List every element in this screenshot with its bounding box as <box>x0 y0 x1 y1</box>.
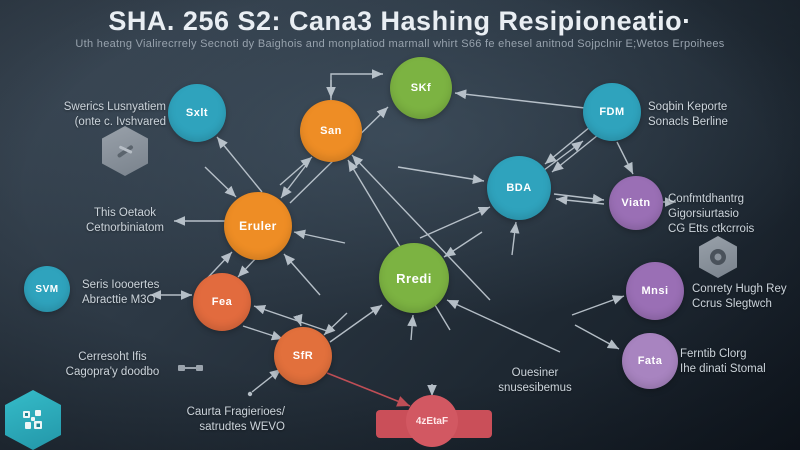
label-confmtd-line3: CG Etts ctkcrrois <box>668 223 755 235</box>
label-soqbin-line2: Sonacls Berline <box>648 116 728 128</box>
label-caurta: Caurta Fragierioes/ satrudtes WEVO <box>135 405 285 435</box>
node-skf: SKf <box>390 57 452 119</box>
node-san-label: San <box>320 125 342 137</box>
label-conrety-line1: Conrety Hugh Rey <box>692 283 787 295</box>
label-soqbin: Soqbin Keporte Sonacls Berline <box>648 100 788 130</box>
label-ferntib-line1: Ferntib Clorg <box>680 348 747 360</box>
page-subtitle: Uth heatng Vialirecrrely Secnoti dy Baig… <box>75 38 725 50</box>
node-viatn-label: Viatn <box>621 197 651 209</box>
page-title: SHA. 256 S2: Cana3 Hashing Resipioneatio… <box>108 6 692 36</box>
node-mnsi-label: Mnsi <box>641 285 669 297</box>
node-eruler-label: Eruler <box>239 219 277 233</box>
label-swerics-line1: Swerics Lusnyatiem <box>63 101 166 113</box>
label-cerresoht-line2: Cagopra'y doodbo <box>65 366 160 378</box>
node-skf-label: SKf <box>410 82 432 94</box>
node-mnsi: Mnsi <box>626 262 684 320</box>
label-oetaok-line1: This Oetaok <box>94 207 156 219</box>
label-swerics-line2: (onte c. Ivshvared <box>74 116 166 128</box>
node-fdm-label: FDM <box>599 106 625 118</box>
node-eruler: Eruler <box>224 192 292 260</box>
node-fdm: FDM <box>583 83 641 141</box>
label-seris-line2: Abracttie M3O <box>82 294 156 306</box>
chip-hexagon-icon <box>699 236 737 278</box>
label-seris: Seris Ioooertes Abracttie M3O <box>82 278 212 308</box>
node-sfr-label: SfR <box>292 350 314 362</box>
node-bda: BDA <box>487 156 551 220</box>
node-svm: SVM <box>24 266 70 312</box>
chip-glyph <box>710 249 726 265</box>
label-conrety-line2: Ccrus Slegtwch <box>692 298 772 310</box>
label-confmtd-line1: Confmtdhantrg <box>668 193 745 205</box>
label-oetaok-line2: Cetnorbiniatom <box>86 222 164 234</box>
label-seris-line1: Seris Ioooertes <box>82 279 160 291</box>
label-ouesiner-line2: snusesibemus <box>498 382 572 394</box>
circuit-hexagon-icon <box>5 390 61 450</box>
node-bda-label: BDA <box>506 182 532 194</box>
wrench-glyph <box>117 145 134 158</box>
label-cerresoht: Cerresoht Ifis Cagopra'y doodbo <box>30 350 195 380</box>
label-ferntib-line2: Ihe dinati Stomal <box>680 363 766 375</box>
label-confmtd: Confmtdhantrg Gigorsiurtasio CG Etts ctk… <box>668 192 793 237</box>
circuit-glyph <box>23 410 42 429</box>
node-viatn: Viatn <box>609 176 663 230</box>
hash-output-node: 4zEtaF <box>406 395 458 447</box>
label-swerics: Swerics Lusnyatiem (onte c. Ivshvared <box>20 100 166 130</box>
node-svm-label: SVM <box>35 283 59 295</box>
node-rredi: Rredi <box>379 243 449 313</box>
label-ouesiner: Ouesiner snusesibemus <box>470 366 600 396</box>
label-soqbin-line1: Soqbin Keporte <box>648 101 728 113</box>
hash-output-label: 4zEtaF <box>415 415 449 427</box>
label-caurta-line1: Caurta Fragierioes/ <box>186 406 285 418</box>
label-confmtd-line2: Gigorsiurtasio <box>668 208 739 220</box>
label-oetaok: This Oetaok Cetnorbiniatom <box>45 206 205 236</box>
node-rredi-label: Rredi <box>396 270 432 286</box>
wrench-hexagon-icon <box>102 126 148 176</box>
node-san: San <box>300 100 362 162</box>
node-fata-label: Fata <box>637 355 663 367</box>
node-sfr: SfR <box>274 327 332 385</box>
label-conrety: Conrety Hugh Rey Ccrus Slegtwch <box>692 282 800 312</box>
label-caurta-line2: satrudtes WEVO <box>199 421 285 433</box>
node-fea-label: Fea <box>211 296 233 308</box>
node-sxlt: Sxlt <box>168 84 226 142</box>
node-fata: Fata <box>622 333 678 389</box>
link-dumbbell-icon <box>178 365 203 371</box>
label-cerresoht-line1: Cerresoht Ifis <box>78 351 147 363</box>
node-sxlt-label: Sxlt <box>185 107 209 119</box>
label-ferntib: Ferntib Clorg Ihe dinati Stomal <box>680 347 795 377</box>
label-ouesiner-line1: Ouesiner <box>511 367 559 379</box>
